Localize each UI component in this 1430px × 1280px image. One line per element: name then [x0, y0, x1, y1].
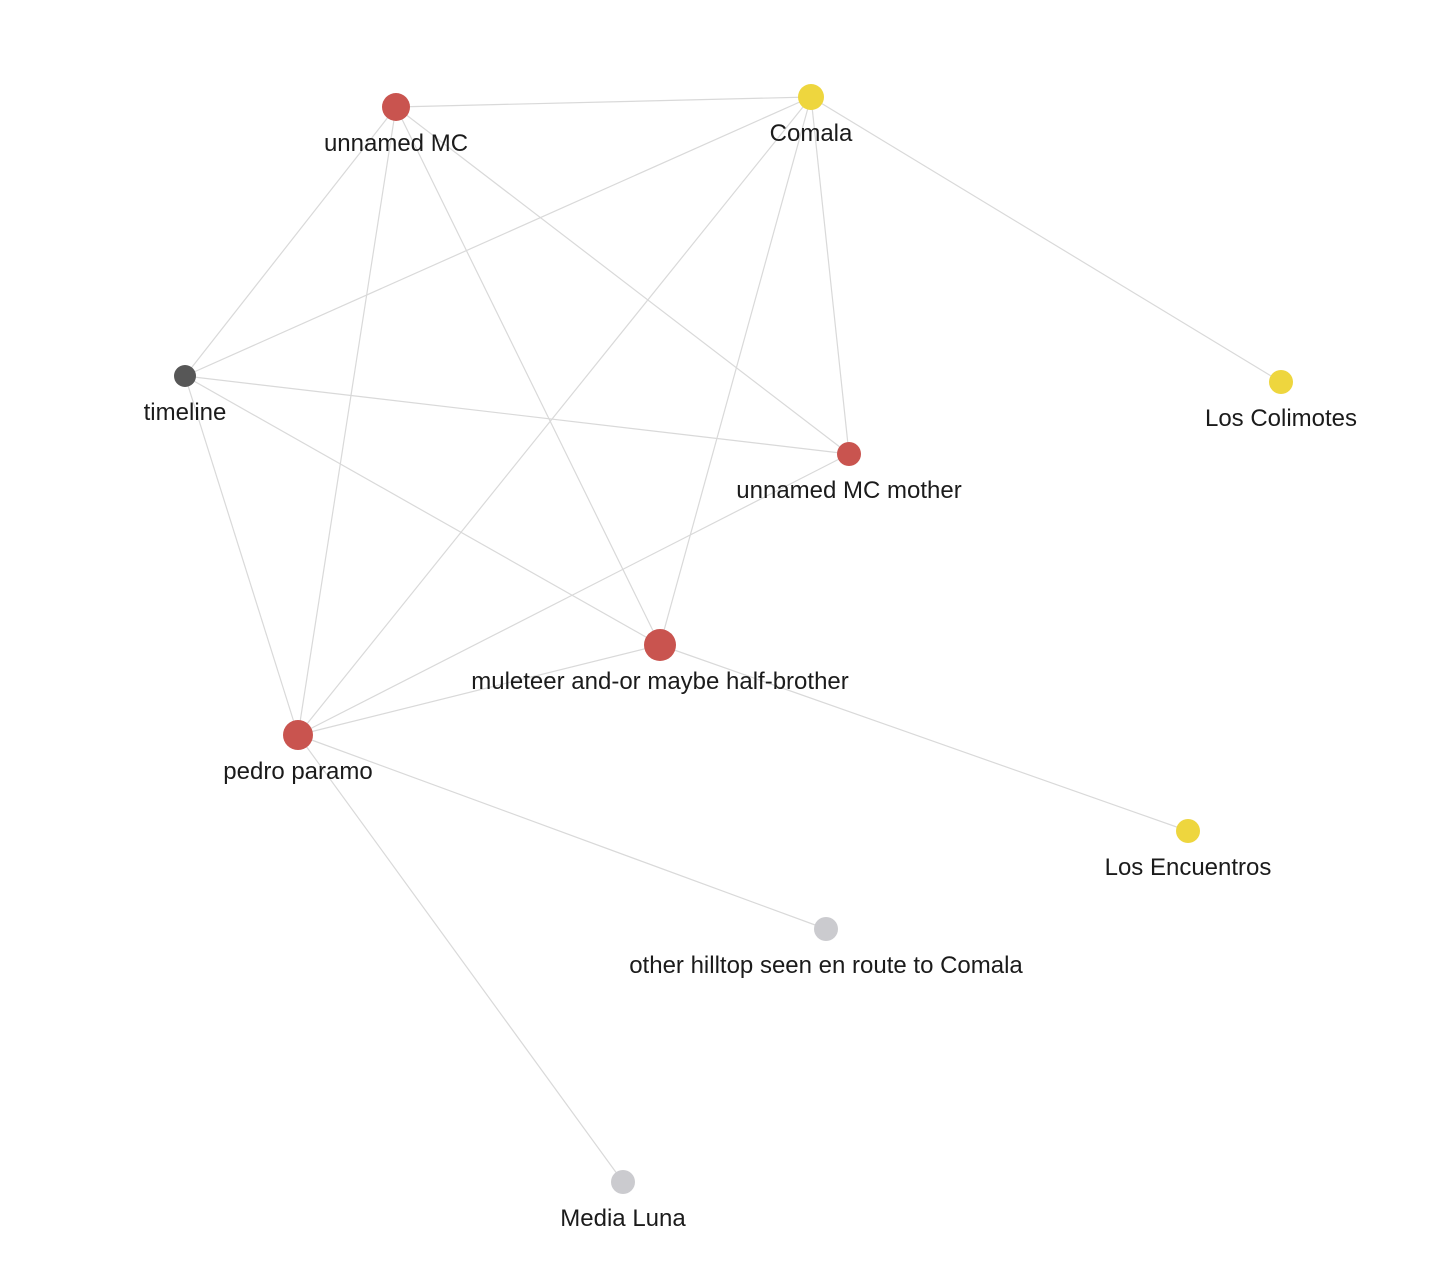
edge-timeline--unnamed_mc_mother — [184, 375, 850, 455]
edge-muleteer--los_encuentros — [659, 644, 1189, 832]
node-other_hilltop[interactable] — [814, 917, 838, 941]
node-los_encuentros[interactable] — [1176, 819, 1200, 843]
edge-comala--muleteer — [659, 96, 812, 646]
edge-unnamed_mc_mother--pedro_paramo — [297, 453, 850, 736]
node-muleteer[interactable] — [644, 629, 676, 661]
node-label-unnamed_mc: unnamed MC — [324, 130, 468, 157]
edge-unnamed_mc--unnamed_mc_mother — [395, 106, 850, 455]
node-label-timeline: timeline — [144, 399, 227, 426]
edge-comala--timeline — [184, 96, 812, 377]
edge-muleteer--pedro_paramo — [297, 644, 661, 736]
node-label-other_hilltop: other hilltop seen en route to Comala — [629, 952, 1023, 979]
node-unnamed_mc[interactable] — [382, 93, 410, 121]
node-timeline[interactable] — [174, 365, 196, 387]
edge-unnamed_mc--comala — [395, 96, 812, 108]
edge-unnamed_mc--pedro_paramo — [297, 106, 397, 736]
node-label-comala: Comala — [770, 120, 853, 147]
edge-pedro_paramo--other_hilltop — [297, 734, 827, 930]
edge-unnamed_mc--timeline — [184, 106, 397, 377]
node-media_luna[interactable] — [611, 1170, 635, 1194]
edge-unnamed_mc--muleteer — [395, 106, 661, 646]
node-label-unnamed_mc_mother: unnamed MC mother — [736, 477, 961, 504]
node-unnamed_mc_mother[interactable] — [837, 442, 861, 466]
node-pedro_paramo[interactable] — [283, 720, 313, 750]
edge-comala--los_colimotes — [810, 96, 1282, 383]
node-label-los_colimotes: Los Colimotes — [1205, 405, 1357, 432]
node-label-muleteer: muleteer and-or maybe half-brother — [471, 668, 849, 695]
edge-pedro_paramo--media_luna — [297, 734, 624, 1183]
edge-comala--pedro_paramo — [297, 96, 812, 736]
node-los_colimotes[interactable] — [1269, 370, 1293, 394]
edge-timeline--pedro_paramo — [184, 375, 299, 736]
edge-timeline--muleteer — [184, 375, 661, 646]
node-label-media_luna: Media Luna — [560, 1205, 686, 1232]
node-label-los_encuentros: Los Encuentros — [1105, 854, 1272, 881]
node-label-pedro_paramo: pedro paramo — [223, 758, 372, 785]
edge-comala--unnamed_mc_mother — [810, 96, 850, 455]
node-comala[interactable] — [798, 84, 824, 110]
